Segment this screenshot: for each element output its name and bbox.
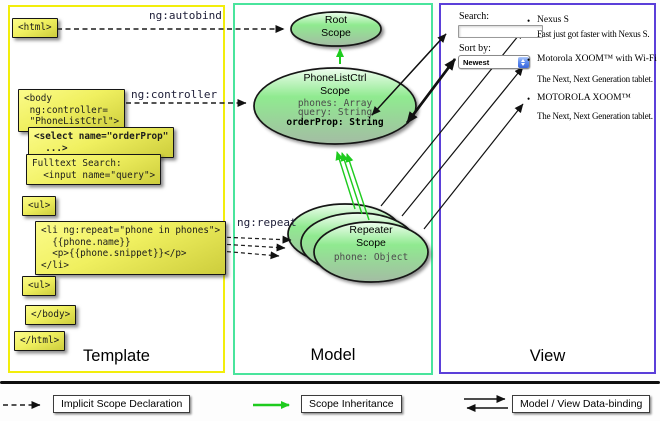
ul-close-tag-box: <ul>	[22, 276, 57, 296]
phonelist-scope-line1: PhoneListCtrl	[303, 72, 367, 84]
legend-green-arrow-icon	[253, 401, 290, 409]
legend-data-binding-box: Model / View Data-binding	[512, 395, 651, 413]
root-scope-title: Root Scope	[291, 14, 381, 40]
model-panel	[233, 3, 433, 375]
repeater-prop-phone: phone: Object	[333, 252, 409, 263]
autobind-label: ng:autobind	[149, 9, 222, 22]
ul-open-tag-box: <ul>	[22, 196, 57, 216]
bullet-icon: •	[527, 55, 531, 65]
select-orderprop-box: <select name="orderProp" ...>	[28, 127, 175, 159]
controller-label: ng:controller	[131, 88, 218, 101]
repeater-scope-line2: Scope	[356, 237, 386, 249]
body-open-tag-box: <body ng:controller= "PhoneListCtrl">	[18, 89, 126, 132]
model-title: Model	[310, 346, 356, 364]
bullet-icon: •	[527, 94, 531, 104]
root-scope-line1: Root	[324, 14, 348, 26]
root-scope-line2: Scope	[321, 27, 351, 39]
legend-double-arrow-icon	[464, 395, 508, 412]
bullet-icon: •	[527, 16, 531, 26]
phone-item-name: MOTOROLA XOOM™	[537, 93, 631, 103]
search-input[interactable]	[458, 25, 543, 38]
phone-item-desc: Fast just got faster with Nexus S.	[537, 29, 650, 39]
legend-separator	[0, 381, 660, 384]
fulltext-search-box: Fulltext Search: <input name="query">	[26, 154, 162, 186]
phone-item-desc: The Next, Next Generation tablet.	[537, 111, 653, 121]
sort-select[interactable]: Newest	[458, 55, 530, 69]
phone-item-name: Nexus S	[537, 15, 569, 25]
legend-implicit-scope-box: Implicit Scope Declaration	[53, 395, 191, 413]
html-close-tag-box: </html>	[14, 331, 66, 351]
repeater-scope-line1: Repeater	[349, 224, 393, 236]
stepper-down-icon	[521, 62, 525, 66]
phone-item-desc: The Next, Next Generation tablet.	[537, 74, 653, 84]
li-repeat-box: <li ng:repeat="phone in phones"> {{phone…	[35, 221, 227, 276]
phonelist-prop-orderprop: orderProp: String	[286, 117, 384, 128]
repeat-label: ng:repeat	[237, 216, 297, 229]
phonelist-scope-line2: Scope	[320, 85, 350, 97]
view-title: View	[529, 347, 566, 365]
phone-item-name: Motorola XOOM™ with Wi-Fi	[537, 54, 657, 64]
html-open-tag-box: <html>	[12, 18, 58, 38]
repeater-scope-title: Repeater Scope	[314, 224, 428, 250]
legend-dashed-arrow-icon	[3, 401, 41, 409]
sort-select-value: Newest	[463, 57, 490, 67]
template-title: Template	[83, 347, 150, 365]
search-label: Search:	[459, 11, 489, 22]
body-close-tag-box: </body>	[25, 305, 77, 325]
legend-scope-inheritance-box: Scope Inheritance	[301, 395, 402, 413]
sort-label: Sort by:	[459, 43, 491, 54]
stepper-up-icon	[521, 58, 525, 62]
phonelist-scope-title: PhoneListCtrl Scope	[255, 72, 415, 98]
